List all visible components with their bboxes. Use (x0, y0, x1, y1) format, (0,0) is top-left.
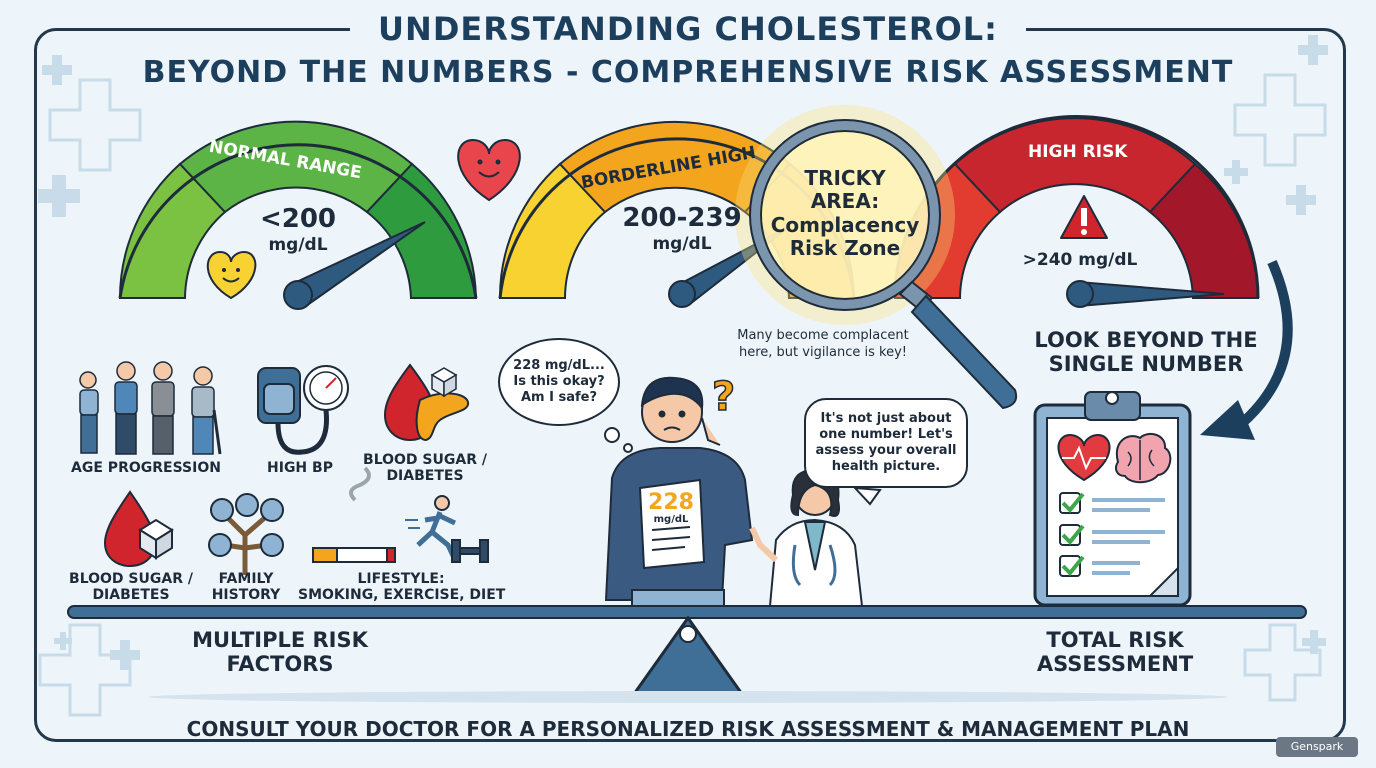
blood-drop-icon (383, 363, 470, 442)
tricky-area-line2: AREA: (810, 189, 880, 213)
medical-cross-icon (38, 73, 1327, 717)
bp-monitor-icon (257, 365, 349, 455)
patient-thought-bubble: 228 mg/dL... Is this okay? Am I safe? (498, 338, 620, 426)
borderline-unit: mg/dL (652, 234, 712, 254)
page-title: UNDERSTANDING CHOLESTEROL: (378, 10, 998, 48)
age-progression-label: AGE PROGRESSION (71, 460, 221, 476)
paper-unit: mg/dL (653, 514, 689, 525)
family-history-line2: HISTORY (211, 587, 281, 603)
cigarette-icon (312, 466, 396, 563)
dumbbell-icon (451, 539, 489, 563)
doctor-speech-bubble: It's not just about one number! Let's as… (804, 398, 968, 488)
high-risk-label: HIGH RISK (1028, 142, 1128, 162)
genspark-watermark: Genspark (1276, 737, 1358, 757)
family-history-line1: FAMILY (218, 571, 274, 587)
blood-sugar-label-1-line2: DIABETES (386, 468, 464, 484)
page-subtitle: BEYOND THE NUMBERS - COMPREHENSIVE RISK … (142, 55, 1234, 90)
curved-arrow-icon (1200, 259, 1293, 440)
blood-sugar-label-2-line1: BLOOD SUGAR / (69, 571, 193, 587)
multiple-risk-line1: MULTIPLE RISK (192, 628, 368, 652)
look-beyond-line2: SINGLE NUMBER (1048, 352, 1244, 376)
balance-scale-icon (67, 605, 1307, 703)
doctor-figure (749, 468, 864, 607)
brain-icon (1115, 432, 1172, 484)
checkbox-icon (1059, 492, 1081, 577)
paper-value: 228 (648, 490, 694, 515)
total-risk-line2: ASSESSMENT (1036, 652, 1194, 676)
magnifier-icon (735, 105, 1018, 410)
family-tree-icon (208, 493, 284, 575)
heart-smile-icon (457, 138, 521, 202)
total-risk-line1: TOTAL RISK (1046, 628, 1184, 652)
lifestyle-line2: SMOKING, EXERCISE, DIET (298, 587, 506, 603)
blood-sugar-label-1-line1: BLOOD SUGAR / (363, 452, 487, 468)
heartbeat-icon (1057, 433, 1111, 482)
warning-icon (1060, 195, 1108, 239)
high-bp-label: HIGH BP (267, 460, 333, 476)
runner-icon (405, 495, 458, 562)
people-icon (79, 361, 222, 455)
footer-call-to-action: CONSULT YOUR DOCTOR FOR A PERSONALIZED R… (186, 717, 1190, 741)
blood-sugar-label-2-line2: DIABETES (92, 587, 170, 603)
look-beyond-line1: LOOK BEYOND THE (1034, 328, 1258, 352)
borderline-value: 200-239 (622, 203, 742, 233)
sugar-cube-icon (430, 367, 458, 398)
tricky-area-line1: TRICKY (804, 166, 886, 190)
heart-smile-icon (206, 250, 257, 300)
tricky-area-line4: Risk Zone (789, 236, 901, 260)
normal-unit: mg/dL (268, 235, 328, 255)
high-risk-value: >240 mg/dL (1022, 250, 1138, 270)
blood-drop-icon (103, 490, 174, 568)
complacency-note-line1: Many become complacent (737, 328, 909, 343)
normal-value: <200 (259, 204, 337, 234)
normal-gauge (118, 120, 478, 310)
patient-figure (604, 376, 754, 611)
multiple-risk-line2: FACTORS (226, 652, 334, 676)
lifestyle-line1: LIFESTYLE: (357, 571, 445, 587)
question-mark-icon: ? (712, 374, 735, 420)
tricky-area-line3: Complacency (770, 213, 920, 237)
complacency-note-line2: here, but vigilance is key! (738, 345, 908, 360)
